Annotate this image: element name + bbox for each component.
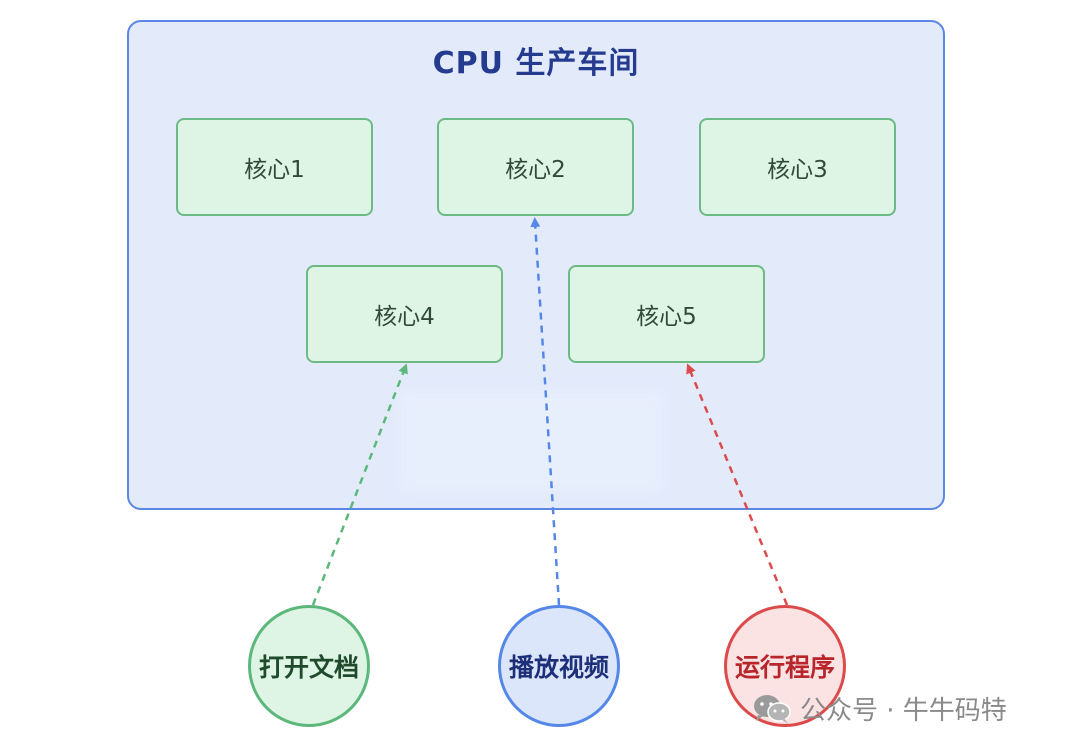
task-open-document: 打开文档 <box>248 605 370 727</box>
arrow-play-video-to-core-2 <box>530 217 561 606</box>
wechat-icon <box>754 694 791 724</box>
core-4-box: 核心4 <box>306 265 503 363</box>
core-5-box: 核心5 <box>568 265 765 363</box>
arrow-run-program-to-core-5 <box>686 363 789 606</box>
task-run-program: 运行程序 <box>724 605 846 727</box>
core-3-box: 核心3 <box>699 118 896 216</box>
arrow-open-document-to-core-4 <box>311 363 408 606</box>
diagram-title: CPU 生产车间 <box>432 46 640 81</box>
watermark-text: 公众号 · 牛牛码特 <box>800 696 1007 726</box>
watermark: 公众号 · 牛牛码特 <box>752 690 1007 727</box>
background-patch <box>400 392 662 492</box>
core-1-box: 核心1 <box>176 118 373 216</box>
task-play-video: 播放视频 <box>498 605 620 727</box>
core-2-box: 核心2 <box>437 118 634 216</box>
